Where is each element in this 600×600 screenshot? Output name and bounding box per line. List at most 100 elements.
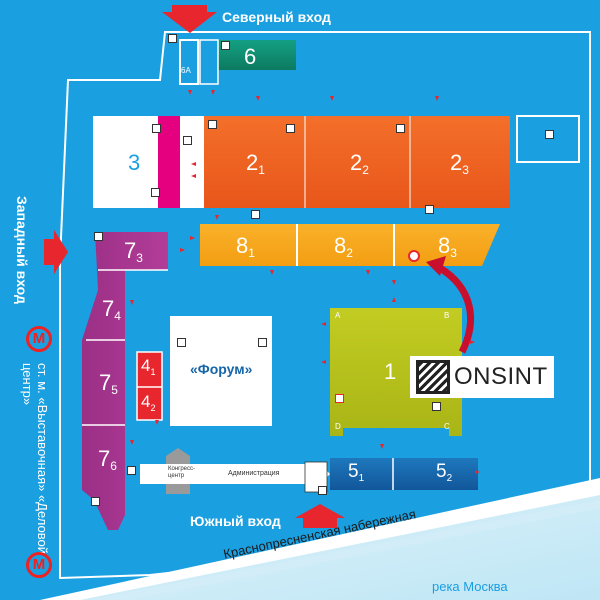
- parking-icon: [251, 210, 260, 219]
- administration-label: Администрация: [228, 470, 280, 477]
- wc-icon: [425, 205, 434, 214]
- escalator-icon: [152, 124, 161, 133]
- hall-4-2-label: 42: [141, 392, 155, 413]
- onsint-logo-text: ONSINT: [454, 363, 548, 390]
- hall-7-5-number: 7: [99, 370, 112, 395]
- hall-4-1-number: 4: [141, 356, 151, 375]
- hall-1[interactable]: [330, 308, 462, 436]
- hall-4-block[interactable]: [136, 351, 163, 421]
- hall-6a[interactable]: [179, 39, 199, 85]
- stairs-icon: [91, 497, 100, 506]
- north-entrance-label: Северный вход: [222, 9, 331, 25]
- hall-4-1-sub: 1: [150, 367, 156, 378]
- river-stripe: [90, 500, 600, 600]
- hall-6-service: [199, 39, 219, 85]
- booth-marker[interactable]: [408, 250, 420, 262]
- wc-icon: [432, 402, 441, 411]
- hall-1-number: 1: [384, 359, 397, 384]
- south-entrance-arrow: [295, 504, 345, 528]
- hall-7-4-number: 7: [102, 296, 115, 321]
- wc-icon: [183, 136, 192, 145]
- hall-7-5-sub: 5: [111, 383, 118, 398]
- west-entrance-label: Западный вход: [14, 196, 30, 304]
- hall-2-1-sub: 1: [258, 163, 265, 178]
- hall-8-1-label: 81: [236, 233, 255, 260]
- hall-2-3-label: 23: [450, 150, 469, 177]
- south-entrance-label: Южный вход: [190, 513, 281, 529]
- south-gate: [304, 461, 328, 493]
- escalator-icon: [168, 34, 177, 43]
- hall-7-5-label: 75: [99, 370, 118, 397]
- hall-7-3-number: 7: [124, 238, 137, 263]
- hall-2-annex: [516, 115, 580, 163]
- west-entrance-arrow: [44, 230, 68, 274]
- hall-3[interactable]: [93, 116, 158, 208]
- hall-2-1-number: 2: [246, 150, 259, 175]
- hall-7-6-sub: 6: [110, 459, 117, 474]
- hall-7-4-label: 74: [102, 296, 121, 323]
- hall-8-1-sub: 1: [248, 246, 255, 261]
- hall-6[interactable]: [218, 40, 296, 70]
- hall-1-label: 1: [384, 359, 396, 385]
- north-entrance-arrow: [162, 5, 217, 33]
- hall-7-block[interactable]: [82, 232, 168, 530]
- hall-2-2-sub: 2: [362, 163, 369, 178]
- hall-8-3-sub: 3: [450, 246, 457, 261]
- stairs-icon: [318, 486, 327, 495]
- hall-8-1-number: 8: [236, 233, 249, 258]
- hall-6-number: 6: [244, 44, 257, 69]
- cafe-icon: [286, 124, 295, 133]
- hall-8-2-number: 8: [334, 233, 347, 258]
- stairs-icon: [258, 338, 267, 347]
- onsint-pointer-arrow: [438, 265, 475, 354]
- hall-3-number: 3: [128, 150, 141, 175]
- hall-3-label: 3: [128, 150, 140, 176]
- metro-bottom-icon: M: [26, 552, 52, 578]
- stairs-icon: [177, 338, 186, 347]
- first-aid-icon: [335, 394, 344, 403]
- hall-7-3-label: 73: [124, 238, 143, 265]
- hall-3-stripe: [158, 116, 180, 208]
- hall-7-3-sub: 3: [136, 251, 143, 266]
- hall-5-1-sub: 1: [358, 473, 365, 485]
- metro-station-label: ст. м. «Выставочная» «Деловой центр»: [20, 363, 50, 554]
- river-label: река Москва: [432, 579, 508, 594]
- hall-4-1-label: 41: [141, 356, 155, 377]
- hall-4-2-sub: 2: [150, 403, 156, 414]
- hall-8-block[interactable]: [200, 224, 500, 266]
- hall-5-2-label: 52: [436, 461, 452, 484]
- administration-walkway[interactable]: [140, 464, 330, 484]
- hall-3-service: [180, 116, 204, 208]
- stairs-icon: [94, 232, 103, 241]
- stairs-icon: [151, 188, 160, 197]
- hall-8-3-label: 83: [438, 233, 457, 260]
- hall-5-2-number: 5: [436, 461, 447, 482]
- stairs-icon: [545, 130, 554, 139]
- hall-5-block[interactable]: [330, 458, 478, 490]
- forum[interactable]: [170, 316, 272, 426]
- hall-1-corner-b: B: [444, 311, 450, 320]
- hall-8-2-sub: 2: [346, 246, 353, 261]
- hall-7-6-label: 76: [98, 446, 117, 473]
- hall-1-corner-c: C: [444, 422, 450, 431]
- hall-6-label: 6: [244, 44, 256, 70]
- onsint-logo-icon: [416, 360, 450, 394]
- cafe-icon: [396, 124, 405, 133]
- congress-center-label: Конгресс-центр: [168, 466, 196, 479]
- hall-6a-label: 6A: [181, 66, 191, 75]
- stairs-icon: [208, 120, 217, 129]
- hall-2-block[interactable]: [204, 116, 510, 208]
- embankment-road: [40, 478, 600, 600]
- metro-bottom-symbol: M: [32, 556, 46, 573]
- territory-boundary: [59, 31, 591, 580]
- hall-8-3-number: 8: [438, 233, 451, 258]
- metro-top-icon: M: [26, 326, 52, 352]
- hall-5-2-sub: 2: [446, 473, 453, 485]
- hall-2-3-sub: 3: [462, 163, 469, 178]
- hall-2-3-number: 2: [450, 150, 463, 175]
- wc-icon: [221, 41, 230, 50]
- hall-7-4-sub: 4: [114, 309, 121, 324]
- hall-4-2-number: 4: [141, 392, 151, 411]
